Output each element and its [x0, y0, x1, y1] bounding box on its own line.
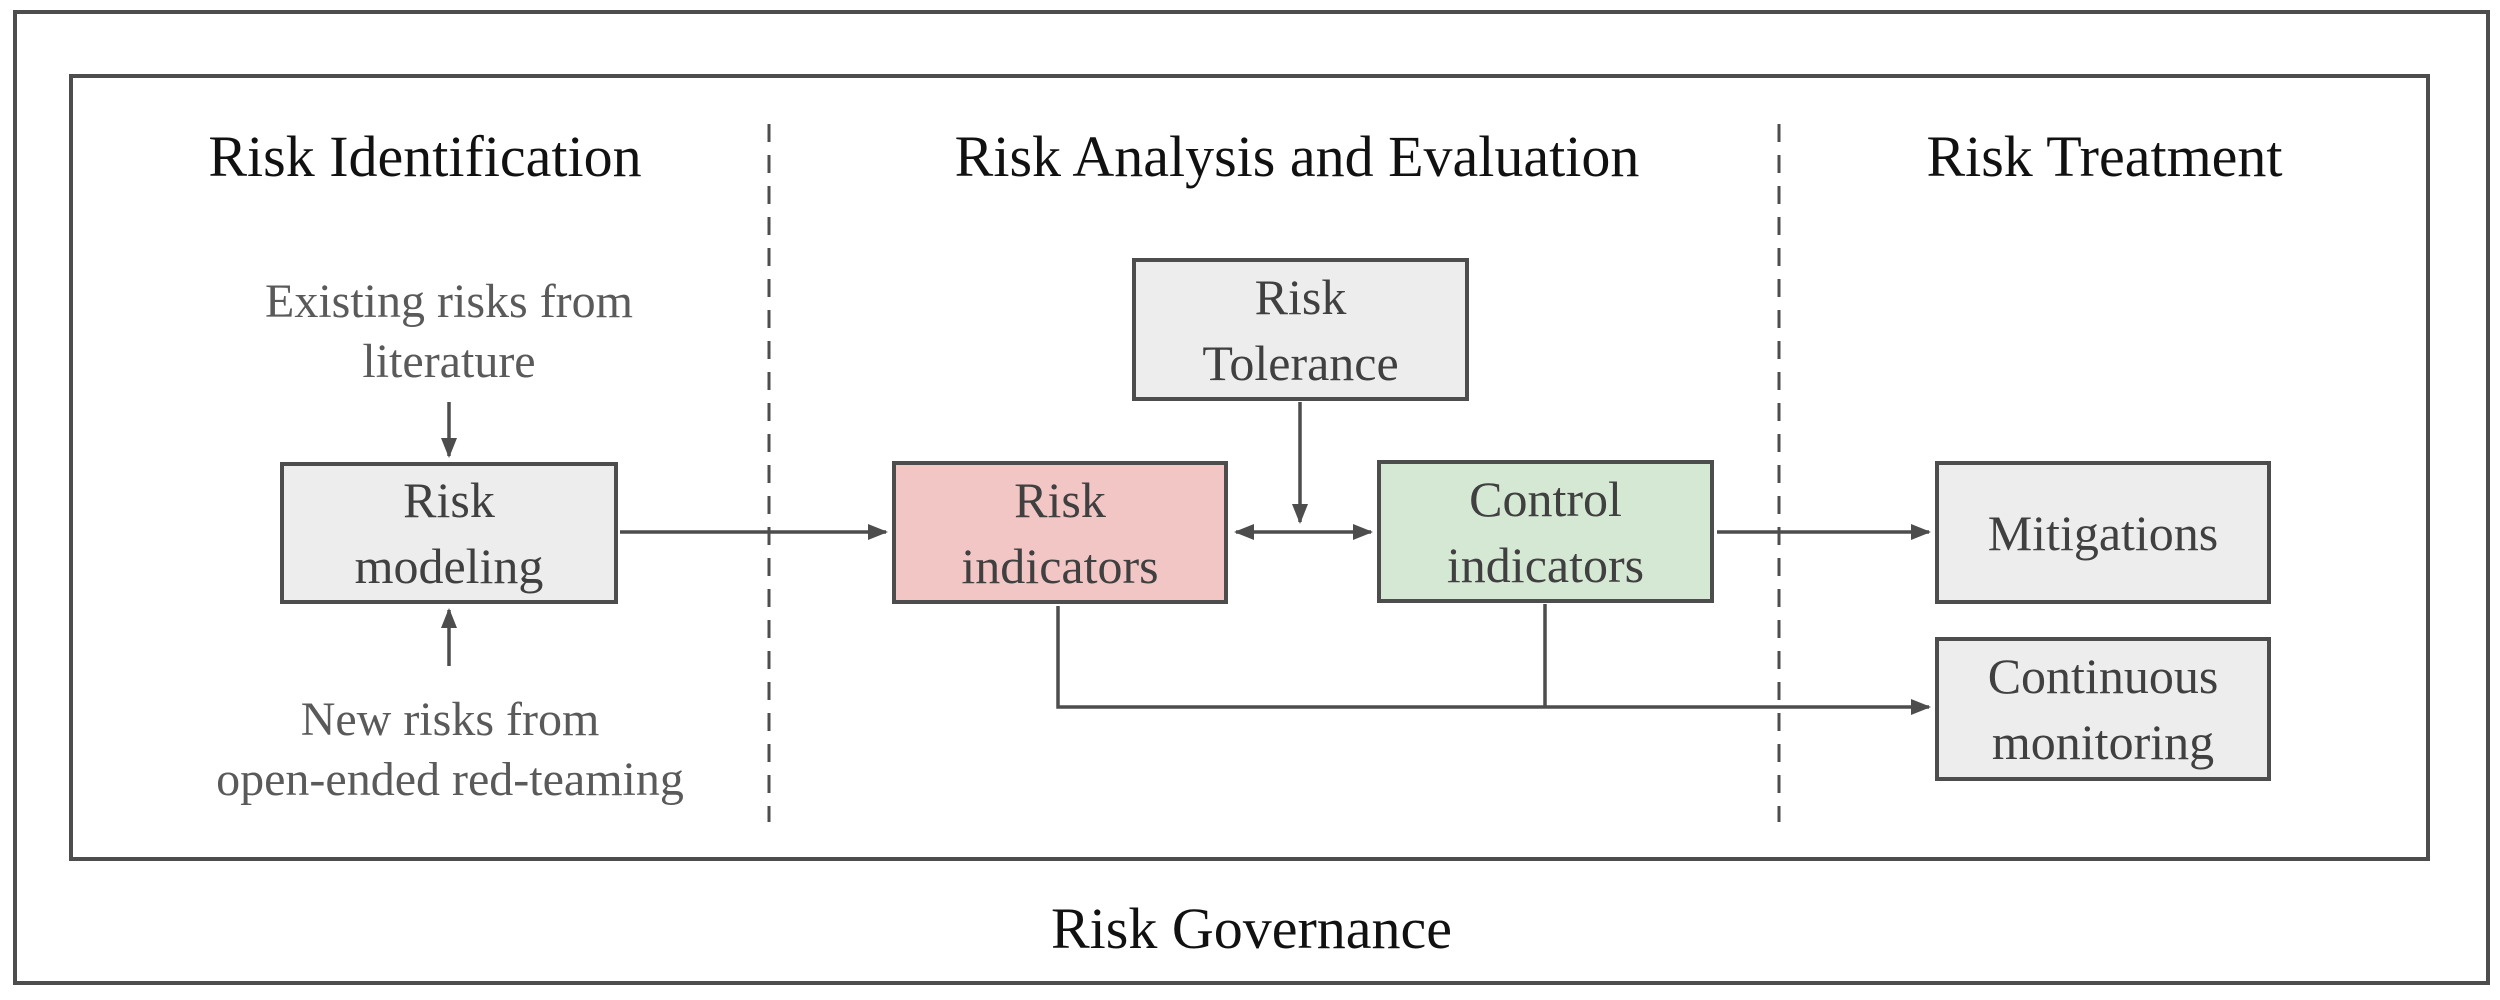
section-title-risk-analysis-evaluation: Risk Analysis and Evaluation [954, 124, 1640, 189]
node-continuous-monitoring: Continuous monitoring [1935, 637, 2271, 781]
node-control-indicators: Control indicators [1377, 460, 1714, 603]
node-risk-modeling: Risk modeling [280, 462, 618, 604]
node-mitigations: Mitigations [1935, 461, 2271, 604]
section-title-risk-treatment: Risk Treatment [1926, 124, 2283, 189]
node-risk-tolerance: Risk Tolerance [1132, 258, 1469, 401]
risk-governance-frame [13, 10, 2490, 985]
risk-governance-label: Risk Governance [1050, 896, 1453, 961]
risk-process-frame [69, 74, 2430, 861]
node-risk-indicators: Risk indicators [892, 461, 1228, 604]
annotation-existing-risks: Existing risks from literature [265, 275, 633, 388]
annotation-new-risks: New risks from open-ended red-teaming [216, 693, 684, 806]
section-title-risk-identification: Risk Identification [208, 124, 642, 189]
